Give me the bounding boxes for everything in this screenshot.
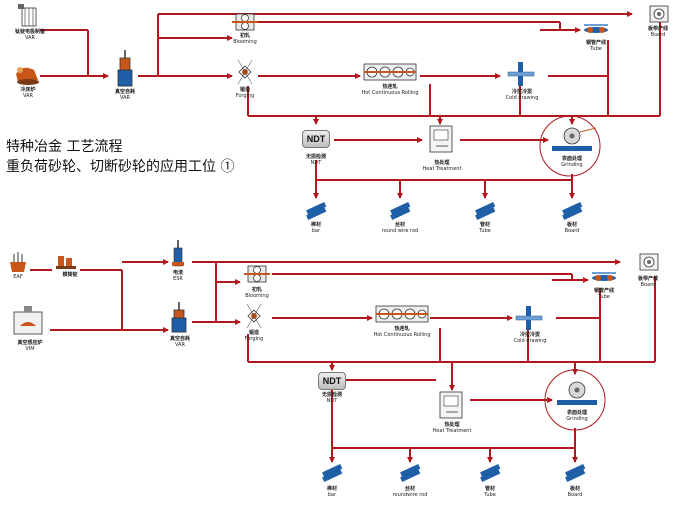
esr-icon (172, 240, 184, 267)
upper-forging-icon (237, 59, 253, 85)
lower-cold-drawing-icon (515, 306, 543, 330)
lower-heat-treatment-icon (439, 391, 463, 419)
lower-hot-rolling-icon (375, 305, 429, 323)
lower-tube-line-icon (592, 272, 616, 281)
upper-cold-drawing-icon (507, 62, 535, 86)
cold-hearth-furnace-icon (16, 67, 39, 85)
diagram-title-line2: 重负荷砂轮、切断砂轮的应用工位 ① (6, 159, 235, 175)
upper-var-furnace-icon (117, 50, 133, 87)
lower-forging-icon (246, 303, 262, 329)
lower-ndt-badge: NDT (318, 372, 346, 390)
upper-hot-rolling-icon (363, 63, 417, 81)
upper-ndt-badge: NDT (302, 130, 330, 148)
upper-heat-treatment-icon (429, 125, 453, 153)
lower-eaf-label: EAF (13, 274, 23, 280)
lower-board-line-icon (639, 253, 659, 271)
upper-tube-line-icon (584, 24, 608, 33)
vim-furnace-icon (13, 306, 43, 335)
lower-bar-icon (322, 463, 343, 482)
upper-tube-icon (475, 201, 496, 220)
lower-flow-lines (30, 259, 656, 463)
lower-wire-rod-icon (400, 463, 421, 482)
lower-tube-icon (480, 463, 501, 482)
lower-ingot-label: 模铸锭 (62, 272, 78, 278)
lower-blooming-icon (244, 265, 270, 283)
upper-wire-rod-icon (390, 201, 411, 220)
eaf-icon (10, 252, 26, 272)
ingot-mold-icon (56, 256, 76, 269)
upper-board-line-icon (649, 5, 669, 23)
lower-grinding-highlight (544, 369, 606, 431)
upper-bar-icon (306, 201, 327, 220)
upper-grinding-highlight (539, 115, 601, 177)
electrode-prep-icon (18, 4, 37, 27)
lower-board-icon (565, 463, 586, 482)
lower-var-furnace-icon (171, 302, 187, 333)
diagram-title-line1: 特种冶金 工艺流程 (6, 139, 123, 155)
upper-board-icon (562, 201, 583, 220)
upper-blooming-icon (232, 13, 258, 31)
